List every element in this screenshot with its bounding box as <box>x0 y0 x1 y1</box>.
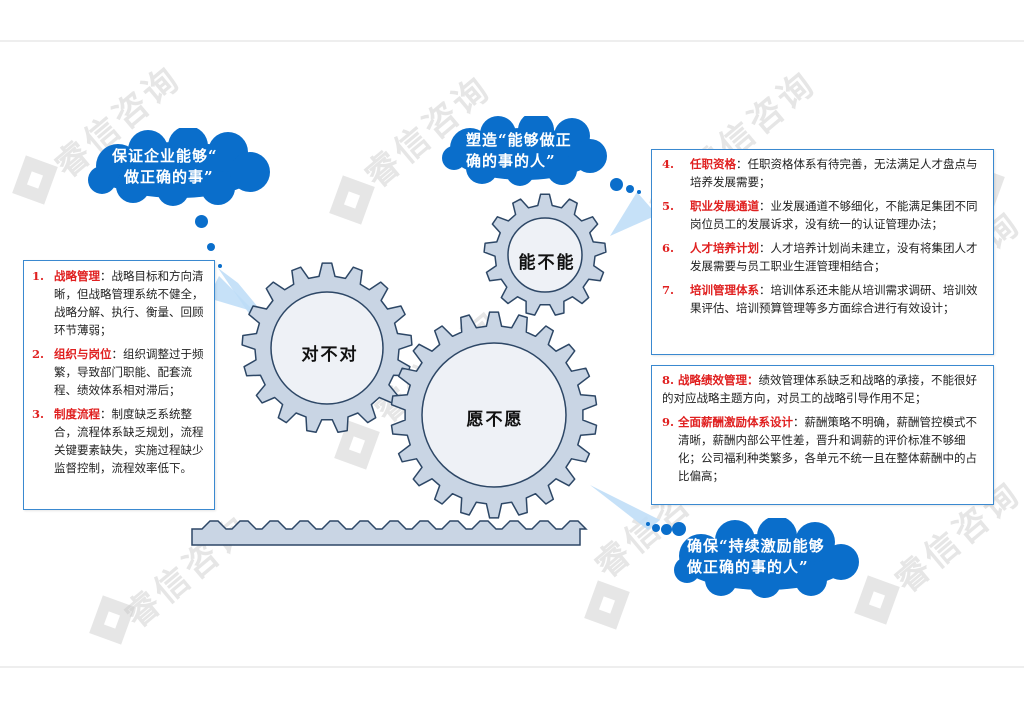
cloud-dot-icon <box>195 215 208 228</box>
cloud-dot-icon <box>218 264 222 268</box>
issue-item-7: 7.培训管理体系：培训体系还未能从培训需求调研、培训效果评估、培训预算管理等多方… <box>662 283 978 315</box>
issue-item-3: 3.制度流程：制度缺乏系统整合，流程体系缺乏规划，流程关键要素缺失，实施过程缺少… <box>32 407 204 475</box>
right-bottom-issues-box: 8.战略绩效管理：绩效管理体系缺乏和战略的承接，不能很好的对应战略主题方向，对员… <box>651 365 994 505</box>
issue-item-4: 4.任职资格：任职资格体系有待完善，无法满足人才盘点与培养发展需要； <box>662 157 978 189</box>
issue-item-9: 9.全面薪酬激励体系设计：薪酬策略不明确，薪酬管控模式不清晰，薪酬内部公平性差，… <box>662 415 977 483</box>
cloud-top-line2: 确的事的人” <box>466 152 556 170</box>
cloud-dot-icon <box>652 524 660 532</box>
thought-cloud-bottom: 确保“持续激励能够 做正确的事的人” <box>665 518 865 598</box>
cloud-bottom-line2: 做正确的事的人” <box>687 558 809 576</box>
bottom-divider <box>0 666 1024 668</box>
pointer-top-icon <box>610 192 657 236</box>
pointer-bottom-icon <box>590 485 660 530</box>
issue-item-8: 8.战略绩效管理：绩效管理体系缺乏和战略的承接，不能很好的对应战略主题方向，对员… <box>662 373 977 405</box>
issue-item-1: 1.战略管理：战略目标和方向清晰，但战略管理系统不健全，战略分解、执行、衡量、回… <box>32 269 204 337</box>
cloud-dot-icon <box>207 243 215 251</box>
pointer-left-icon <box>218 268 262 318</box>
top-divider <box>0 40 1024 42</box>
issue-item-6: 6.人才培养计划：人才培养计划尚未建立，没有将集团人才发展需要与员工职业生涯管理… <box>662 241 978 273</box>
cloud-shape-icon <box>88 128 270 206</box>
gear-left-label: 对不对 <box>301 345 359 365</box>
cloud-dot-icon <box>646 522 650 526</box>
thought-cloud-top: 塑造“能够做正 确的事的人” <box>436 116 612 186</box>
cloud-dot-icon <box>610 178 623 191</box>
thought-cloud-left: 保证企业能够“ 做正确的事” <box>78 128 278 206</box>
cloud-left-line2: 做正确的事” <box>124 168 214 186</box>
gear-center-icon <box>390 311 598 519</box>
cloud-dot-icon <box>626 185 634 193</box>
issue-item-5: 5.职业发展通道：业发展通道不够细化，不能满足集团不同岗位员工的发展诉求，没有统… <box>662 199 978 231</box>
cloud-top-line1: 塑造“能够做正 <box>466 131 572 149</box>
cloud-shape-icon <box>674 518 859 598</box>
right-top-issues-box: 4.任职资格：任职资格体系有待完善，无法满足人才盘点与培养发展需要； 5.职业发… <box>651 149 994 355</box>
cloud-dot-icon <box>661 524 672 535</box>
gear-center-label: 愿不愿 <box>466 410 524 430</box>
gear-rack-icon <box>191 520 588 546</box>
cloud-left-line1: 保证企业能够“ <box>112 147 218 165</box>
gear-top-right-icon <box>483 193 607 316</box>
gear-top-right-label: 能不能 <box>518 253 576 273</box>
cloud-bottom-line1: 确保“持续激励能够 <box>687 537 825 555</box>
issue-item-2: 2.组织与岗位：组织调整过于频繁，导致部门职能、配套流程、绩效体系相对滞后； <box>32 347 204 397</box>
cloud-shape-icon <box>442 116 607 186</box>
left-issues-box: 1.战略管理：战略目标和方向清晰，但战略管理系统不健全，战略分解、执行、衡量、回… <box>23 260 215 510</box>
cloud-dot-icon <box>637 190 641 194</box>
gear-left-icon <box>241 262 413 434</box>
cloud-dot-icon <box>672 522 686 536</box>
